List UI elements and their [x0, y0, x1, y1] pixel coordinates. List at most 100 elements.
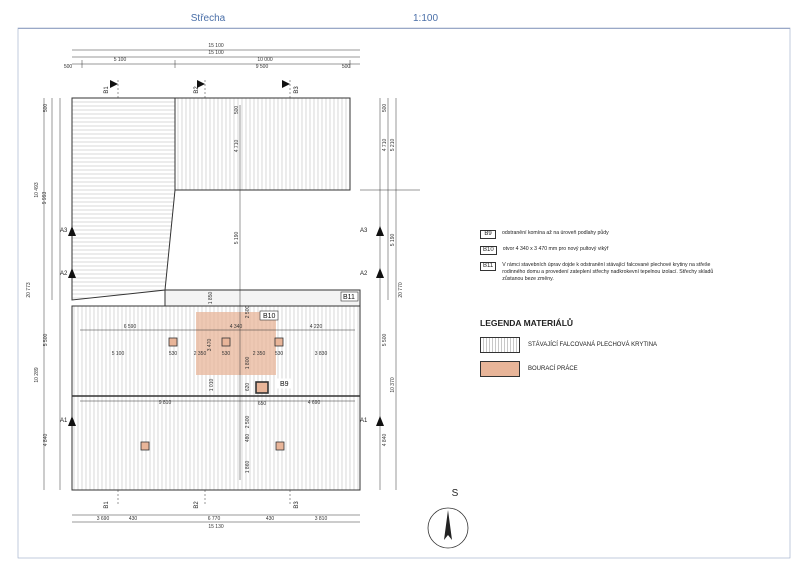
dim-int-15: 2 500 — [245, 306, 251, 319]
dim-right-3: 5 190 — [390, 234, 396, 247]
note-tag-b11: B11 — [480, 262, 497, 271]
legend-swatch-demolition — [480, 361, 520, 377]
dim-right-4: 20 770 — [398, 282, 404, 298]
dim-top-2: 5 100 — [114, 57, 127, 63]
legend-label-demolition: BOURACÍ PRÁCE — [528, 366, 578, 372]
dim-int-22: 2 500 — [245, 416, 251, 429]
dim-int-8: 2 350 — [194, 351, 207, 357]
dim-int-1: 500 — [234, 106, 240, 115]
dim-int-2: 5 190 — [234, 232, 240, 245]
dim-top-3: 10 000 — [257, 57, 273, 63]
section-mark-b2-top: B2 — [194, 86, 200, 94]
section-mark-a1-right: A1 — [360, 418, 368, 424]
dim-bottom-5: 15 130 — [208, 524, 224, 530]
legend-item-demolition: BOURACÍ PRÁCE — [480, 361, 730, 377]
legend-title: LEGENDA MATERIÁLŮ — [480, 318, 574, 328]
section-mark-b2-bottom: B2 — [194, 501, 200, 509]
dim-right-6: 10 370 — [390, 377, 396, 393]
parapet-strip — [164, 289, 361, 307]
dim-int-14: 1 850 — [208, 292, 214, 305]
section-marks: B1 B2 B3 A3 A2 A1 A3 A2 A1 B1 B2 B3 — [60, 86, 368, 509]
section-arrows — [68, 80, 384, 426]
demolition-area — [196, 312, 276, 375]
dim-int-13: 3 470 — [207, 339, 213, 352]
note-tag-b10: B10 — [480, 246, 497, 255]
dim-int-4: 4 340 — [230, 324, 243, 330]
dim-left-4: 20 773 — [26, 282, 32, 298]
legend-label-roofing: STÁVAJÍCÍ FALCOVANÁ PLECHOVÁ KRYTINA — [528, 342, 658, 348]
dim-int-3: 6 590 — [124, 324, 137, 330]
legend-item-roofing: STÁVAJÍCÍ FALCOVANÁ PLECHOVÁ KRYTINA — [480, 337, 730, 353]
dim-left-5: 5 500 — [43, 334, 49, 347]
dim-top-5: 9 500 — [256, 64, 269, 70]
dim-int-20: 9 810 — [159, 400, 172, 406]
chimney-b9 — [255, 381, 269, 394]
dim-int-6: 5 100 — [112, 351, 125, 357]
dim-left-6: 10 289 — [34, 367, 40, 383]
dim-left-2: 9 993 — [42, 192, 48, 205]
dim-right-0: 500 — [382, 104, 388, 113]
dim-top-1: 15 100 — [208, 50, 224, 56]
dim-int-7: 530 — [169, 351, 178, 357]
roof-outline — [71, 97, 420, 491]
note-text-b11: V rámci stavebních úprav dojde k odstran… — [502, 262, 714, 282]
dim-left-7: 4 840 — [43, 434, 49, 447]
section-mark-b3-top: B3 — [294, 86, 300, 94]
dim-int-17: 1 010 — [209, 379, 215, 392]
north-arrow: S — [427, 488, 469, 549]
title-row: Střecha 1:100 — [18, 10, 790, 29]
dim-top-4: 500 — [64, 64, 73, 70]
drawing-title: Střecha — [190, 13, 226, 24]
roof-plane-lower — [71, 395, 361, 491]
section-mark-b1-bottom: B1 — [104, 501, 110, 509]
dim-top-6: 500 — [342, 64, 351, 70]
dim-bottom-4: 3 810 — [315, 516, 328, 522]
section-mark-a2-left: A2 — [60, 271, 68, 277]
material-legend: LEGENDA MATERIÁLŮ STÁVAJÍCÍ FALCOVANÁ PL… — [480, 318, 730, 385]
dimension-lines — [43, 49, 397, 523]
drawing-scale: 1:100 — [413, 13, 439, 24]
section-mark-a2-right: A2 — [360, 271, 368, 277]
dim-int-24: 1 860 — [245, 461, 251, 474]
roof-plane-right-upper — [174, 97, 351, 191]
note-b11: B11 V rámci stavebních úprav dojde k ods… — [480, 262, 720, 283]
sheet-frame — [17, 27, 791, 559]
dim-int-9: 530 — [222, 351, 231, 357]
dimension-texts: 15 100 15 100 5 100 10 000 500 9 500 500… — [26, 43, 404, 530]
roof-plane-left-upper — [71, 97, 176, 301]
note-text-b10: otvor 4 340 x 3 470 mm pro nový pultový … — [502, 246, 609, 252]
dim-right-2: 5 210 — [390, 139, 396, 152]
dim-int-16: 1 800 — [245, 357, 251, 370]
dim-int-0: 4 710 — [234, 140, 240, 153]
section-mark-a3-left: A3 — [60, 228, 68, 234]
dim-right-1: 4 710 — [382, 139, 388, 152]
dim-left-0: 500 — [43, 104, 49, 113]
dim-int-10: 2 350 — [253, 351, 266, 357]
dim-bottom-2: 6 770 — [208, 516, 221, 522]
note-text-b9: odstranění komína až na úroveň podlahy p… — [502, 230, 609, 236]
north-label: S — [452, 488, 459, 499]
dim-right-7: 4 840 — [382, 434, 388, 447]
section-mark-b3-bottom: B3 — [294, 501, 300, 509]
section-mark-a3-right: A3 — [360, 228, 368, 234]
dim-int-11: 530 — [275, 351, 284, 357]
notes-panel: B9 odstranění komína až na úroveň podlah… — [480, 230, 720, 290]
section-mark-a1-left: A1 — [60, 418, 68, 424]
chimneys — [140, 337, 285, 451]
dim-left-1: 10 493 — [34, 182, 40, 198]
dim-bottom-1: 430 — [129, 516, 138, 522]
note-b10: B10 otvor 4 340 x 3 470 mm pro nový pult… — [480, 246, 720, 255]
legend-swatch-roofing — [480, 337, 520, 353]
dim-int-18: 620 — [245, 383, 251, 392]
section-mark-b1-top: B1 — [104, 86, 110, 94]
dim-bottom-3: 430 — [266, 516, 275, 522]
note-tag-b9: B9 — [480, 230, 496, 239]
dim-int-21: 4 690 — [308, 400, 321, 406]
dim-int-5: 4 220 — [310, 324, 323, 330]
dim-int-12: 3 830 — [315, 351, 328, 357]
tag-b11: B11 — [343, 294, 355, 301]
note-b9: B9 odstranění komína až na úroveň podlah… — [480, 230, 720, 239]
tag-b9: B9 — [280, 381, 289, 388]
dim-top-0: 15 100 — [208, 43, 224, 49]
